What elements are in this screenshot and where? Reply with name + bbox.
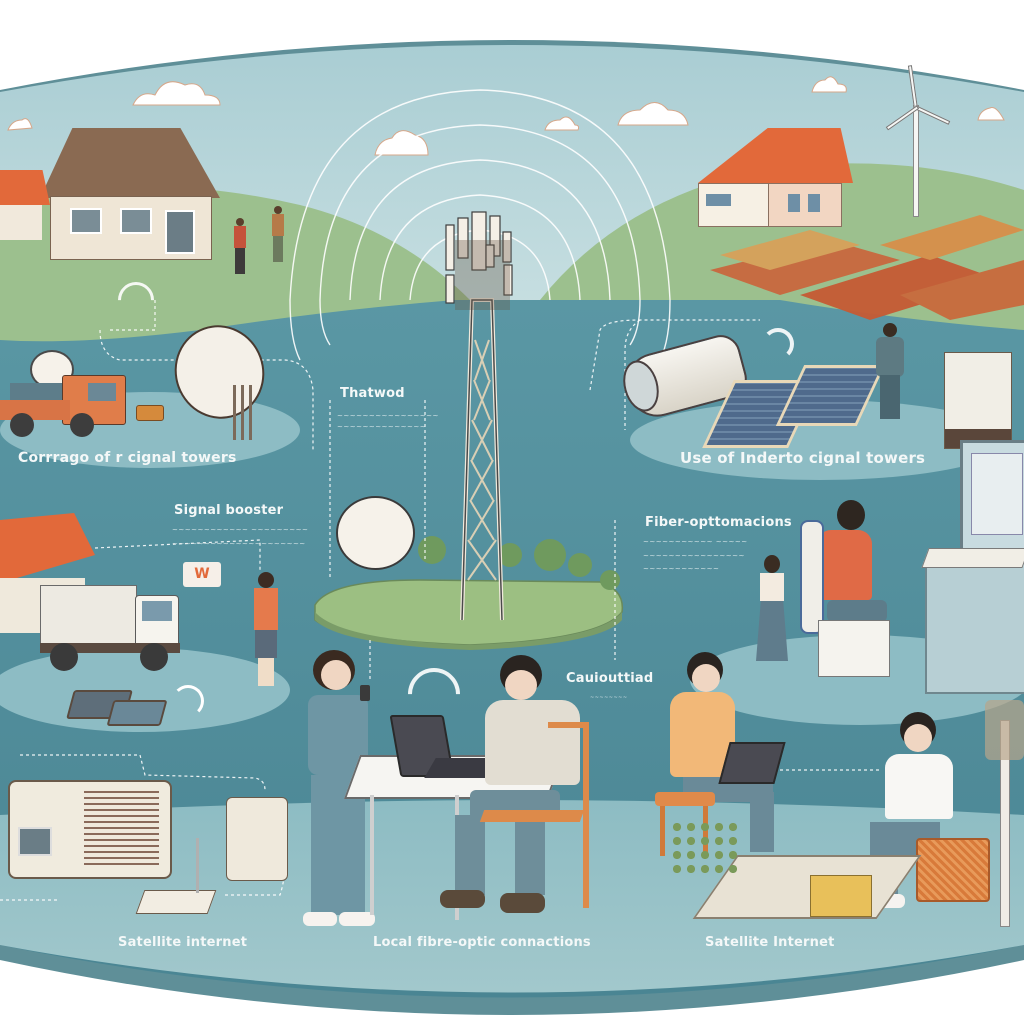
wifi-signal-icon	[762, 328, 794, 360]
heart-sign-icon: W	[183, 562, 221, 587]
label-center-right-sub: ~~~~~~~~	[590, 695, 628, 701]
house-icon	[40, 128, 220, 260]
box	[810, 875, 872, 917]
label-fiber-optic: Fiber-opttomacions	[645, 515, 792, 530]
satellite-dish-icon	[336, 496, 415, 570]
cloud-icon	[977, 107, 1005, 121]
label-tower-sub-2: ~~~~~~~~~~~~~~	[337, 423, 427, 431]
computer-icon	[960, 440, 1024, 561]
cloud-icon	[132, 81, 221, 106]
person-icon	[232, 218, 248, 276]
basket	[916, 838, 990, 902]
tablet-icon	[106, 700, 168, 726]
truck-icon	[40, 585, 180, 675]
cloud-icon	[617, 102, 689, 126]
crop-fields	[710, 215, 1024, 320]
label-local-fiber-connections: Local fibre-optic connactions	[373, 935, 591, 950]
cloud-icon	[544, 116, 580, 131]
person-icon	[752, 555, 792, 685]
pc-tower-icon	[818, 620, 890, 677]
chair	[548, 722, 589, 908]
person-icon	[870, 323, 910, 423]
plants	[670, 820, 740, 875]
cell-tower-icon	[460, 298, 504, 621]
label-signal-booster: Signal booster	[174, 503, 284, 518]
house-icon	[688, 128, 853, 228]
router-icon	[226, 797, 288, 881]
label-satellite-internet-left: Satellite internet	[118, 935, 248, 950]
label-signal-booster-sub-1: ~~~~~~~~~~~~ ~~~~~~~~~	[172, 526, 309, 534]
satellite-dish-icon	[161, 312, 278, 440]
keyboard-icon	[921, 548, 1024, 568]
label-tower-title: Thatwod	[340, 386, 405, 401]
smartphone-icon	[360, 685, 370, 701]
label-fiber-sub-3: ~~~~~~~~~~~~	[643, 565, 720, 573]
chair	[800, 520, 824, 634]
cloud-icon	[811, 76, 847, 93]
wind-turbine-icon	[880, 65, 951, 217]
person-icon	[270, 206, 286, 264]
antenna-cluster	[985, 700, 1024, 760]
desk-cabinet	[925, 560, 1024, 694]
label-tower-sub-1: ~~~~~~~~~~~~~~~~	[337, 412, 439, 420]
label-use-signal-towers: Use of Inderto cignal towers	[680, 449, 926, 467]
label-satellite-internet-right: Satellite Internet	[705, 935, 835, 950]
person-icon	[812, 500, 892, 670]
label-fiber-sub-1: ~~~~~~~~~~~ ~~~~~	[643, 538, 748, 546]
stool	[655, 792, 715, 806]
wifi-signal-icon	[172, 685, 204, 717]
router-icon	[135, 890, 217, 914]
label-fiber-sub-2: ~~~~~~~~~~~~~~~~	[643, 552, 745, 560]
house-icon	[0, 170, 50, 240]
label-center-right: Cauiouttiad	[566, 671, 654, 686]
truck-icon	[0, 345, 126, 437]
table-leg	[370, 795, 374, 915]
cloud-icon	[7, 118, 33, 131]
label-signal-booster-sub-2: ~~~~~~~~~~~~~~~~~~~~~	[172, 540, 306, 548]
router-antenna	[196, 838, 199, 893]
stool-leg	[660, 806, 665, 856]
chair-seat	[479, 810, 585, 822]
person-icon	[250, 572, 282, 687]
toolbox-icon	[136, 405, 164, 421]
server-icon	[944, 352, 1012, 449]
label-coverage-signal-towers: Corrrago of r cignal towers	[18, 450, 237, 466]
laptop-icon	[718, 742, 786, 784]
satellite-modem-icon	[8, 780, 172, 879]
antenna-array	[445, 211, 513, 304]
